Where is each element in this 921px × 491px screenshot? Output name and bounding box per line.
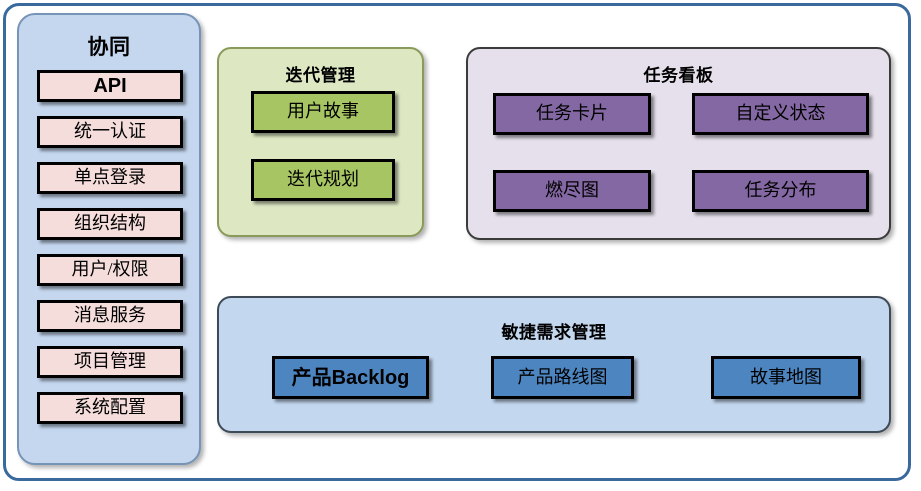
agile-card-story-map[interactable]: 故事地图 [711,356,861,399]
taskboard-card-custom-status[interactable]: 自定义状态 [692,93,869,135]
panel-iteration-title: 迭代管理 [285,66,356,85]
panel-collaboration[interactable]: 协同 API 统一认证 单点登录 组织结构 用户/权限 消息服务 项目管理 系统… [17,13,201,465]
panel-task-board[interactable]: 任务看板 任务卡片 自定义状态 燃尽图 任务分布 [466,47,891,240]
panel-iteration-management[interactable]: 迭代管理 用户故事 迭代规划 [217,47,424,237]
panel-agile-title: 敏捷需求管理 [501,323,607,342]
sidebar-card-message-service[interactable]: 消息服务 [37,300,183,332]
outer-frame [3,3,911,481]
iteration-card-user-story[interactable]: 用户故事 [251,91,395,133]
iteration-card-iteration-planning[interactable]: 迭代规划 [251,159,395,201]
sidebar-card-system-config[interactable]: 系统配置 [37,392,183,424]
sidebar-card-unified-auth[interactable]: 统一认证 [37,116,183,148]
panel-collaboration-title: 协同 [87,36,131,59]
agile-card-product-roadmap[interactable]: 产品路线图 [491,356,634,399]
sidebar-card-user-permission[interactable]: 用户/权限 [37,254,183,286]
sidebar-card-sso[interactable]: 单点登录 [37,162,183,194]
sidebar-card-org-structure[interactable]: 组织结构 [37,208,183,240]
panel-agile-requirements[interactable]: 敏捷需求管理 产品Backlog 产品路线图 故事地图 [217,296,891,433]
sidebar-card-project-management[interactable]: 项目管理 [37,346,183,378]
agile-card-product-backlog[interactable]: 产品Backlog [272,356,429,399]
taskboard-card-burndown-chart[interactable]: 燃尽图 [493,170,651,212]
sidebar-card-api[interactable]: API [37,70,183,102]
panel-task-board-title: 任务看板 [643,66,714,85]
taskboard-card-task-distribution[interactable]: 任务分布 [692,170,869,212]
taskboard-card-task-card[interactable]: 任务卡片 [493,93,651,135]
